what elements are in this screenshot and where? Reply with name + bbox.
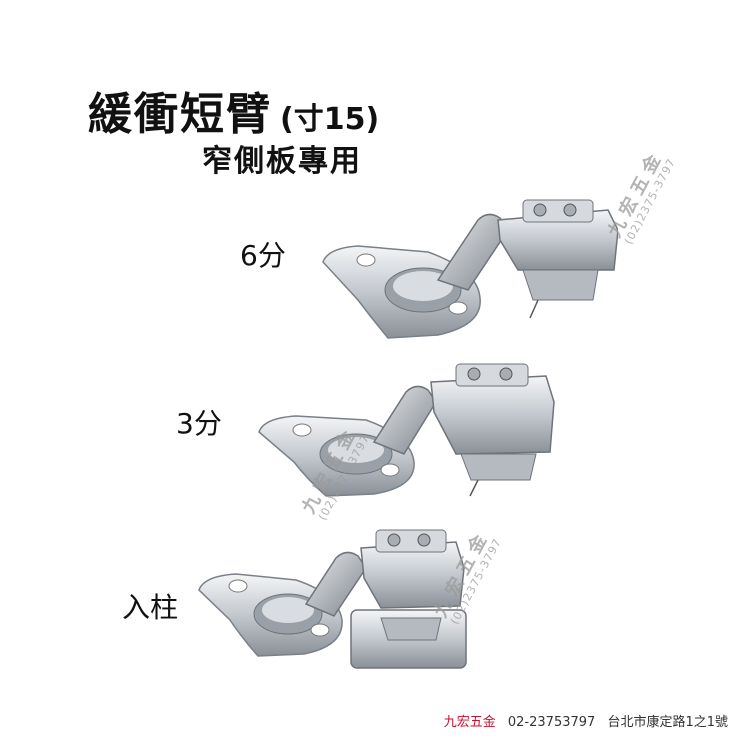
variant-label-inset: 入柱 bbox=[122, 591, 179, 624]
hinge-image-3fen bbox=[258, 363, 555, 497]
footer-address: 台北市康定路1之1號 bbox=[607, 715, 728, 730]
page-title: 緩衝短臂(寸15) bbox=[88, 78, 379, 142]
variant-label-3fen: 3分 bbox=[176, 407, 222, 440]
title-size: (寸15) bbox=[280, 102, 380, 137]
footer-phone: 02-23753797 bbox=[507, 715, 596, 730]
title-text: 緩衝短臂 bbox=[88, 89, 272, 140]
page-subtitle: 窄側板專用 bbox=[202, 144, 362, 179]
variant-label-6fen: 6分 bbox=[240, 239, 286, 272]
hinge-image-6fen bbox=[322, 199, 618, 339]
hinge-image-inset bbox=[198, 529, 467, 669]
footer-contact: 九宏五金 02-23753797 台北市康定路1之1號 bbox=[444, 711, 728, 730]
footer-shop-name: 九宏五金 bbox=[443, 715, 496, 730]
